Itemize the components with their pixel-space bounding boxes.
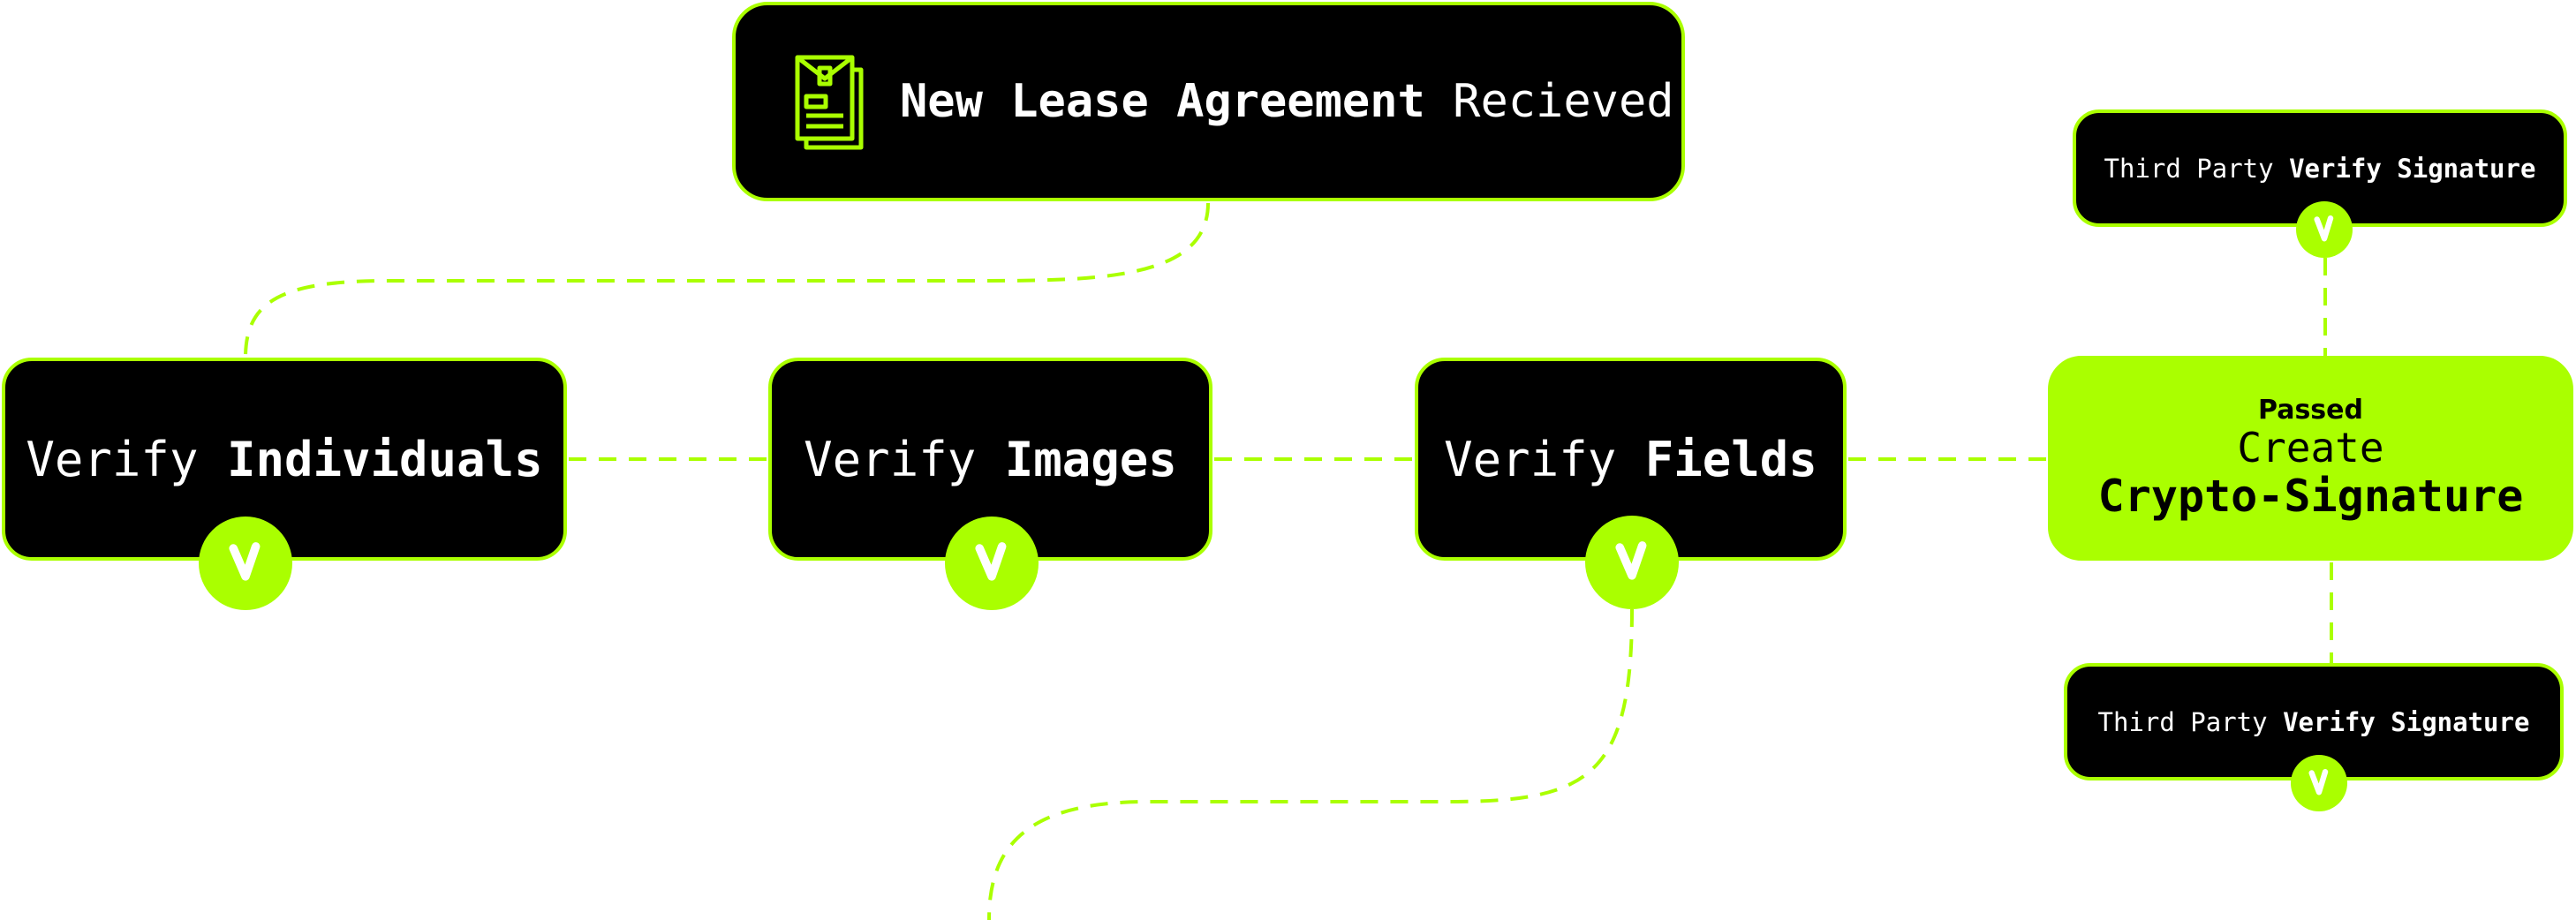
crypto-signature-label: Crypto-Signature	[2097, 470, 2524, 522]
images-label: Images	[1004, 431, 1177, 487]
checkmark-icon	[945, 517, 1039, 610]
checkmark-icon	[1585, 516, 1679, 609]
node-new-lease-agreement: New Lease Agreement Recieved	[732, 2, 1685, 201]
fields-label: Fields	[1644, 431, 1817, 487]
lease-status: Recieved	[1453, 75, 1674, 128]
verify-label: Verify	[804, 431, 977, 487]
passed-label: Passed	[2258, 395, 2363, 426]
verify-signature-label: Verify Signature	[2289, 153, 2536, 184]
create-label: Create	[2237, 424, 2384, 472]
third-party-label: Third Party	[2104, 153, 2274, 184]
connector-fields-to-next	[987, 608, 1634, 920]
connector-lease-to-individuals	[244, 202, 1210, 358]
checkmark-icon	[199, 517, 292, 610]
verify-signature-label: Verify Signature	[2283, 706, 2530, 737]
checkmark-icon	[2296, 201, 2353, 258]
document-icon	[785, 52, 865, 151]
verify-label: Verify	[26, 431, 199, 487]
lease-title: New Lease Agreement	[900, 75, 1425, 128]
checkmark-icon	[2291, 755, 2347, 811]
node-create-crypto-signature: Passed Create Crypto-Signature	[2048, 356, 2573, 561]
verify-label: Verify	[1444, 431, 1617, 487]
node-verify-individuals: Verify Individuals	[2, 358, 567, 561]
individuals-label: Individuals	[226, 431, 543, 487]
third-party-label: Third Party	[2097, 706, 2268, 737]
